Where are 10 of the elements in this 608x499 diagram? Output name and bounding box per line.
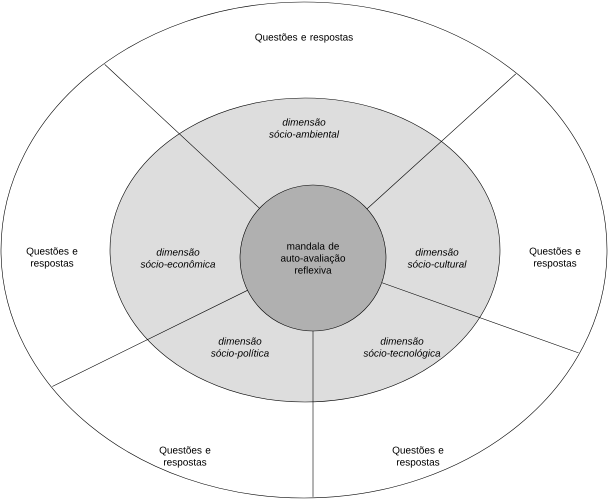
sector-label: dimensão sócio-ambiental — [269, 118, 340, 138]
sector-label: dimensão sócio-política — [210, 337, 269, 359]
sector-label: dimensão sócio-econômica — [140, 248, 216, 268]
ring-label: Questões e respostas — [530, 247, 580, 269]
sector-label: dimensão sócio-cultural — [408, 248, 467, 268]
ring-label: Questões e respostas — [255, 33, 353, 43]
ring-label: Questões e respostas — [26, 247, 78, 269]
sector-label: dimensão sócio-tecnológica — [363, 337, 440, 359]
ring-label: Questões e respostas — [160, 446, 210, 468]
ring-label: Questões e respostas — [392, 446, 444, 468]
